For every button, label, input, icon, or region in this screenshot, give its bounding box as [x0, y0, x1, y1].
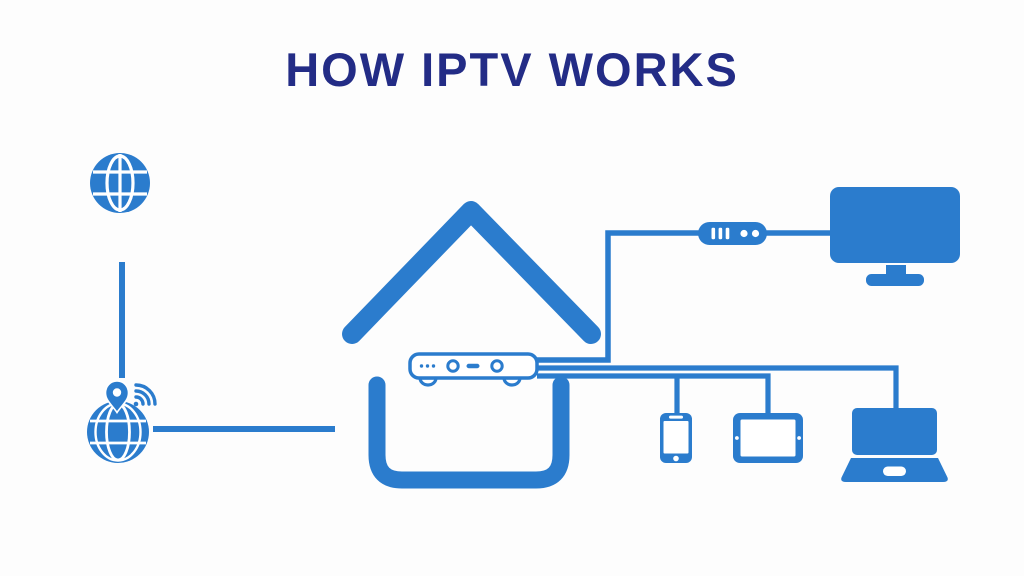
tablet-icon [733, 413, 803, 463]
connector-stb-to-stick [537, 230, 700, 363]
house-roof [342, 201, 601, 344]
stick-dot [740, 229, 748, 238]
stb-knob-left [446, 359, 460, 373]
location-pin-icon [104, 380, 130, 414]
stb-slot [466, 363, 480, 369]
pin-body [104, 380, 130, 414]
laptop-trackpad-notch [883, 466, 906, 476]
globe-sphere [87, 401, 149, 463]
smartphone-icon [660, 413, 692, 463]
globe-parallels [90, 419, 146, 445]
tv-screen [830, 187, 960, 263]
tv-stand [866, 274, 924, 286]
tablet-screen [740, 419, 796, 457]
stb-led [431, 364, 436, 368]
stb-knob-right [490, 359, 504, 373]
phone-screen [663, 421, 689, 454]
page-title: HOW IPTV WORKS [285, 43, 739, 96]
house-icon [342, 201, 601, 489]
connector-stb-to-laptop [537, 365, 899, 410]
tablet-button-right [797, 436, 801, 440]
tv-icon [830, 187, 960, 286]
wifi-arc-1 [134, 395, 145, 406]
stb-led [419, 364, 424, 368]
stick-vent [718, 227, 723, 240]
stick-vent [725, 227, 730, 240]
phone-speaker [669, 415, 683, 419]
connected-globe-pin-icon [87, 380, 157, 463]
house-body [368, 376, 570, 489]
stick-body [698, 222, 767, 245]
wifi-dot [133, 401, 139, 407]
connector-stb-to-tablet [537, 373, 771, 416]
streaming-stick-icon [698, 222, 767, 245]
phone-home-button [673, 455, 679, 462]
stick-dot [751, 229, 760, 238]
stb-led [425, 364, 430, 368]
wifi-arc-3 [134, 383, 157, 406]
wifi-arc-2 [134, 389, 151, 406]
globe-parallels [93, 170, 147, 196]
laptop-icon [841, 408, 948, 482]
set-top-box-icon [408, 352, 539, 387]
laptop-screen [852, 408, 937, 455]
wifi-signal-icon [133, 383, 157, 407]
stick-vent [711, 227, 716, 240]
tablet-button-left [735, 436, 739, 440]
internet-globe-icon [90, 153, 150, 213]
pin-hole [112, 388, 122, 397]
